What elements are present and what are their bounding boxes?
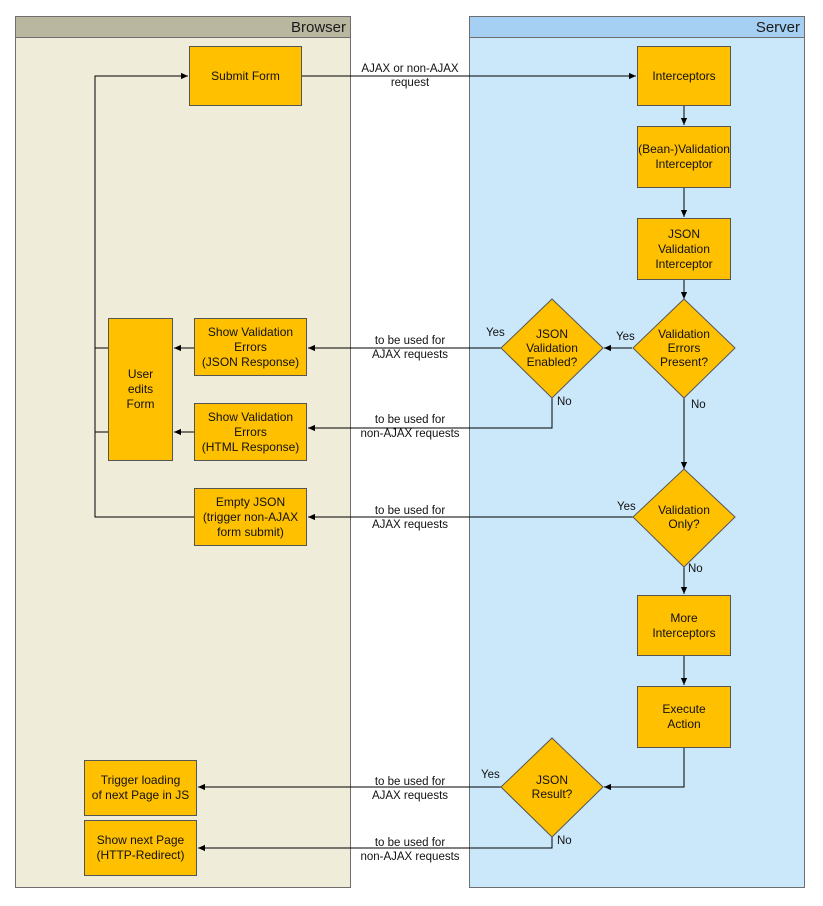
execute-action-box: Execute Action xyxy=(637,686,731,748)
edge-label-yes-result: Yes xyxy=(481,769,500,781)
server-lane-title: Server xyxy=(470,17,804,38)
decision-json-result: JSON Result? xyxy=(531,773,573,801)
show-errors-html-box: Show Validation Errors (HTML Response) xyxy=(194,403,307,461)
more-interceptors-box: More Interceptors xyxy=(637,595,731,656)
decision-validation-only: Validation Only? xyxy=(658,503,710,531)
edge-label-ajax-3: to be used for AJAX requests xyxy=(371,776,449,802)
show-errors-json-box: Show Validation Errors (JSON Response) xyxy=(194,318,307,376)
trigger-loading-box: Trigger loading of next Page in JS xyxy=(84,760,197,816)
edge-label-no-result: No xyxy=(557,835,572,847)
edge-label-yes-enabled: Yes xyxy=(486,327,505,339)
edge-label-ajax-1: to be used for AJAX requests xyxy=(371,335,449,361)
edge-label-yes-validation: Yes xyxy=(617,501,636,513)
empty-json-box: Empty JSON (trigger non-AJAX form submit… xyxy=(194,488,307,546)
edge-label-yes-errors: Yes xyxy=(616,331,635,343)
edge-label-non-ajax-1: to be used for non-AJAX requests xyxy=(360,414,460,440)
submit-form-box: Submit Form xyxy=(189,46,302,106)
interceptors-box: Interceptors xyxy=(637,46,731,106)
edge-label-no-enabled: No xyxy=(557,396,572,408)
decision-json-result-shape xyxy=(500,737,604,838)
edge-emptyjson-loop xyxy=(94,72,194,518)
decision-validation-errors-present: Validation Errors Present? xyxy=(658,327,710,369)
edge-label-ajax-2: to be used for AJAX requests xyxy=(371,505,449,531)
edge-label-request: AJAX or non-AJAX request xyxy=(361,63,459,89)
decision-json-validation-enabled: JSON Validation Enabled? xyxy=(526,327,578,369)
edge-execute-result xyxy=(604,748,685,791)
decision-validation-errors-present-shape xyxy=(632,298,736,399)
edge-result-no xyxy=(198,837,553,852)
bean-validation-box: (Bean-)Validation Interceptor xyxy=(637,126,731,188)
edge-enabled-no xyxy=(308,398,553,432)
edge-label-no-errors: No xyxy=(691,399,706,411)
edge-label-non-ajax-2: to be used for non-AJAX requests xyxy=(360,837,460,863)
show-next-page-box: Show next Page (HTTP-Redirect) xyxy=(84,820,197,876)
json-validation-box: JSON Validation Interceptor xyxy=(637,218,731,280)
edge-label-no-validation: No xyxy=(688,563,703,575)
decision-validation-only-shape xyxy=(632,468,736,568)
user-edits-form-box: User edits Form xyxy=(108,318,173,461)
browser-lane-title: Browser xyxy=(16,17,350,38)
decision-json-validation-enabled-shape xyxy=(500,298,604,399)
